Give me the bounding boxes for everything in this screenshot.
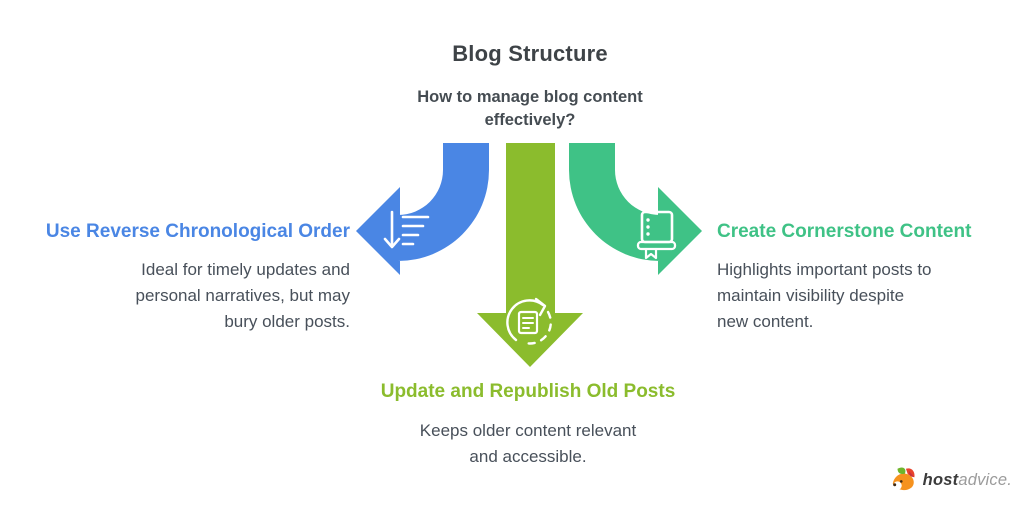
logo-text-host: host	[922, 470, 959, 489]
section-heading: Update and Republish Old Posts	[380, 381, 676, 402]
refresh-article-icon	[506, 297, 553, 345]
down-straight-arrow	[477, 143, 583, 367]
subtitle-line: effectively?	[484, 111, 576, 129]
book-icon	[636, 210, 677, 260]
page-title: Blog Structure	[452, 41, 608, 66]
left-curved-arrow	[356, 143, 489, 275]
section-reverse-chronological: Use Reverse Chronological Order Ideal fo…	[10, 221, 350, 335]
body-line: Keeps older content relevant	[419, 421, 637, 440]
body-line: bury older posts.	[224, 312, 350, 331]
hostadvice-logo: hostadvice.	[890, 465, 1012, 495]
page-subtitle: How to manage blog content effectively?	[36, 86, 1024, 132]
section-update-republish: Update and Republish Old Posts Keeps old…	[312, 381, 744, 470]
subtitle-line: How to manage blog content	[417, 88, 643, 106]
hostadvice-fox-icon	[892, 467, 915, 491]
logo-text-advice: advice.	[958, 470, 1012, 489]
right-curved-arrow	[569, 143, 702, 275]
sort-descending-icon	[383, 210, 430, 249]
section-body: Keeps older content relevant and accessi…	[312, 418, 744, 470]
body-line: new content.	[717, 312, 814, 331]
section-body: Ideal for timely updates and personal na…	[10, 257, 351, 335]
section-heading: Create Cornerstone Content	[717, 221, 972, 242]
body-line: personal narratives, but may	[135, 286, 351, 305]
body-line: and accessible.	[469, 447, 587, 466]
section-heading: Use Reverse Chronological Order	[45, 221, 350, 242]
body-line: Highlights important posts to	[717, 260, 932, 279]
book-spine-dots	[646, 218, 650, 236]
section-cornerstone-content: Create Cornerstone Content Highlights im…	[717, 221, 1017, 335]
body-line: Ideal for timely updates and	[141, 260, 350, 279]
hostadvice-logo-text: hostadvice.	[923, 471, 1012, 490]
body-line: maintain visibility despite	[717, 286, 905, 305]
section-body: Highlights important posts to maintain v…	[717, 257, 1017, 335]
